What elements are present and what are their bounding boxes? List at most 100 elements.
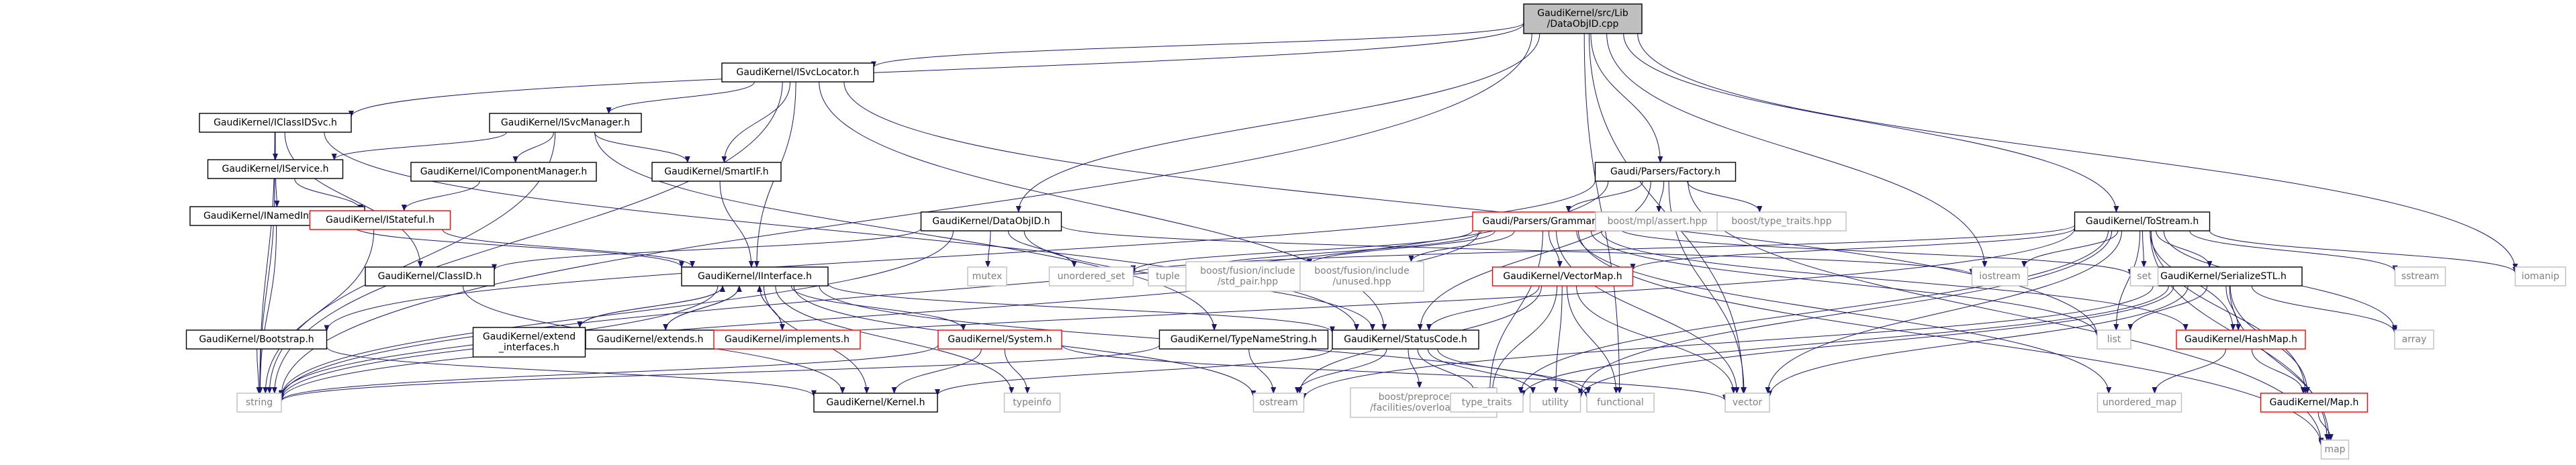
node-box: [2129, 266, 2159, 287]
node-label: typeinfo: [1013, 397, 1052, 408]
node-iservice[interactable]: GaudiKernel/IService.h: [207, 159, 344, 179]
node-ostream[interactable]: ostream: [1252, 393, 1305, 413]
node-isvclocator[interactable]: GaudiKernel/ISvcLocator.h: [721, 62, 874, 83]
node-label: map: [2324, 444, 2345, 455]
edge-grammars-to-hashmap: [1600, 230, 2189, 331]
node-grammars[interactable]: Gaudi/Parsers/Grammars.h: [1472, 211, 1620, 231]
node-box: [207, 159, 344, 179]
node-box: [365, 266, 495, 287]
node-array[interactable]: array: [2394, 329, 2434, 350]
node-box: [1148, 266, 1188, 287]
node-tostream[interactable]: GaudiKernel/ToStream.h: [2074, 211, 2211, 231]
node-vector[interactable]: vector: [1724, 393, 1770, 413]
edge-iinterface-to-system: [790, 285, 966, 331]
edge-tostream-to-type_traits: [1518, 230, 2109, 394]
edge-isvcmanager-to-iservice: [331, 132, 507, 160]
node-label: boost/type_traits.hpp: [1731, 216, 1831, 227]
node-label: GaudiKernel/SerializeSTL.h: [2160, 271, 2287, 282]
node-sstream[interactable]: sstream: [2394, 266, 2446, 287]
edge-tostream-to-sstream: [2189, 230, 2398, 272]
node-box: [1724, 393, 1770, 413]
node-label: ostream: [1259, 397, 1298, 408]
node-unused[interactable]: boost/fusion/include/unused.hpp: [1299, 261, 1424, 292]
node-istateful[interactable]: GaudiKernel/IStateful.h: [309, 210, 451, 230]
node-extendif[interactable]: GaudiKernel/extend_interfaces.h: [472, 327, 586, 358]
node-box: [2144, 266, 2303, 287]
node-label: GaudiKernel/VectorMap.h: [1503, 271, 1622, 282]
node-type_traits[interactable]: type_traits: [1450, 393, 1524, 413]
node-type_traits_hpp[interactable]: boost/type_traits.hpp: [1716, 211, 1847, 231]
edge-tostream-to-vector: [1765, 230, 2122, 394]
node-utility[interactable]: utility: [1529, 393, 1581, 413]
node-box: [199, 113, 352, 133]
nodes-layer: GaudiKernel/src/Lib/DataObjID.cppGaudiKe…: [185, 3, 2567, 460]
node-assert[interactable]: boost/mpl/assert.hpp: [1595, 211, 1720, 231]
node-smartif[interactable]: GaudiKernel/SmartIF.h: [651, 162, 782, 182]
node-iinterface[interactable]: GaudiKernel/IInterface.h: [681, 266, 829, 287]
node-label: GaudiKernel/ToStream.h: [2086, 216, 2199, 227]
node-kernel[interactable]: GaudiKernel/Kernel.h: [813, 393, 938, 413]
edge-grammars-to-type_traits: [1487, 230, 1543, 394]
node-string[interactable]: string: [236, 393, 282, 413]
node-label: functional: [1597, 397, 1644, 408]
edge-tostream-to-map_h: [2150, 230, 2308, 394]
node-statuscode[interactable]: GaudiKernel/StatusCode.h: [1332, 329, 1479, 350]
node-dataobjid[interactable]: GaudiKernel/DataObjID.h: [920, 211, 1062, 231]
edge-system-to-typeinfo: [1004, 348, 1030, 394]
node-bootstrap[interactable]: GaudiKernel/Bootstrap.h: [185, 329, 328, 350]
node-classid[interactable]: GaudiKernel/ClassID.h: [365, 266, 495, 287]
node-label: iomanip: [2522, 271, 2559, 282]
node-list[interactable]: list: [2097, 329, 2131, 350]
node-map_h[interactable]: GaudiKernel/Map.h: [2260, 393, 2368, 413]
node-hashmap[interactable]: GaudiKernel/HashMap.h: [2176, 329, 2306, 350]
edge-dataobjid-to-mutex: [985, 230, 991, 268]
node-tuple[interactable]: tuple: [1148, 266, 1188, 287]
node-set[interactable]: set: [2129, 266, 2159, 287]
node-functional[interactable]: functional: [1586, 393, 1655, 413]
node-box: [2514, 266, 2567, 287]
edge-grammars-to-unordered_map: [1576, 230, 2112, 394]
node-serializestl[interactable]: GaudiKernel/SerializeSTL.h: [2144, 266, 2303, 287]
node-box: [1003, 393, 1061, 413]
edge-serializestl-to-list: [2127, 285, 2208, 331]
node-implements[interactable]: GaudiKernel/implements.h: [713, 329, 861, 350]
node-iomanip[interactable]: iomanip: [2514, 266, 2567, 287]
node-factory[interactable]: Gaudi/Parsers/Factory.h: [1594, 162, 1737, 182]
edge-statuscode-to-utility: [1427, 348, 1536, 394]
node-box: [2260, 393, 2368, 413]
node-typenamestring[interactable]: GaudiKernel/TypeNameString.h: [1158, 329, 1329, 350]
node-unordered_map[interactable]: unordered_map: [2097, 393, 2182, 413]
node-mutex[interactable]: mutex: [967, 266, 1007, 287]
node-box: [651, 162, 782, 182]
edge-statuscode-to-kernel: [935, 348, 1333, 396]
node-label: array: [2402, 334, 2427, 345]
node-vectormap[interactable]: GaudiKernel/VectorMap.h: [1491, 266, 1634, 287]
node-std_pair[interactable]: boost/fusion/include/std_pair.hpp: [1185, 261, 1310, 292]
node-typeinfo[interactable]: typeinfo: [1003, 393, 1061, 413]
node-label: GaudiKernel/Bootstrap.h: [199, 334, 314, 345]
node-iclassidsvc[interactable]: GaudiKernel/IClassIDSvc.h: [199, 113, 352, 133]
node-icompmgr[interactable]: GaudiKernel/IComponentManager.h: [410, 162, 597, 182]
edge-root-to-iomanip: [1637, 33, 2518, 270]
node-box: [1472, 211, 1620, 231]
node-root[interactable]: GaudiKernel/src/Lib/DataObjID.cpp: [1523, 3, 1643, 34]
node-system[interactable]: GaudiKernel/System.h: [937, 329, 1062, 350]
node-isvcmanager[interactable]: GaudiKernel/ISvcManager.h: [489, 113, 642, 133]
node-box: [713, 329, 861, 350]
node-label: tuple: [1156, 271, 1180, 282]
node-label: mutex: [972, 271, 1003, 282]
node-box: [472, 327, 586, 358]
node-iostream[interactable]: iostream: [1971, 266, 2029, 287]
node-extends[interactable]: GaudiKernel/extends.h: [585, 329, 715, 350]
node-box: [1491, 266, 1634, 287]
node-label: GaudiKernel/HashMap.h: [2184, 334, 2297, 345]
edge-extends-to-iinterface: [665, 285, 742, 331]
node-box: [185, 329, 328, 350]
edge-isvclocator-to-list: [843, 81, 2100, 337]
edge-bootstrap-to-string: [256, 348, 262, 394]
node-unordered_set[interactable]: unordered_set: [1048, 266, 1134, 287]
node-map[interactable]: map: [2320, 440, 2350, 460]
edge-vectormap-to-utility: [1553, 285, 1563, 394]
node-box: [2097, 329, 2131, 350]
